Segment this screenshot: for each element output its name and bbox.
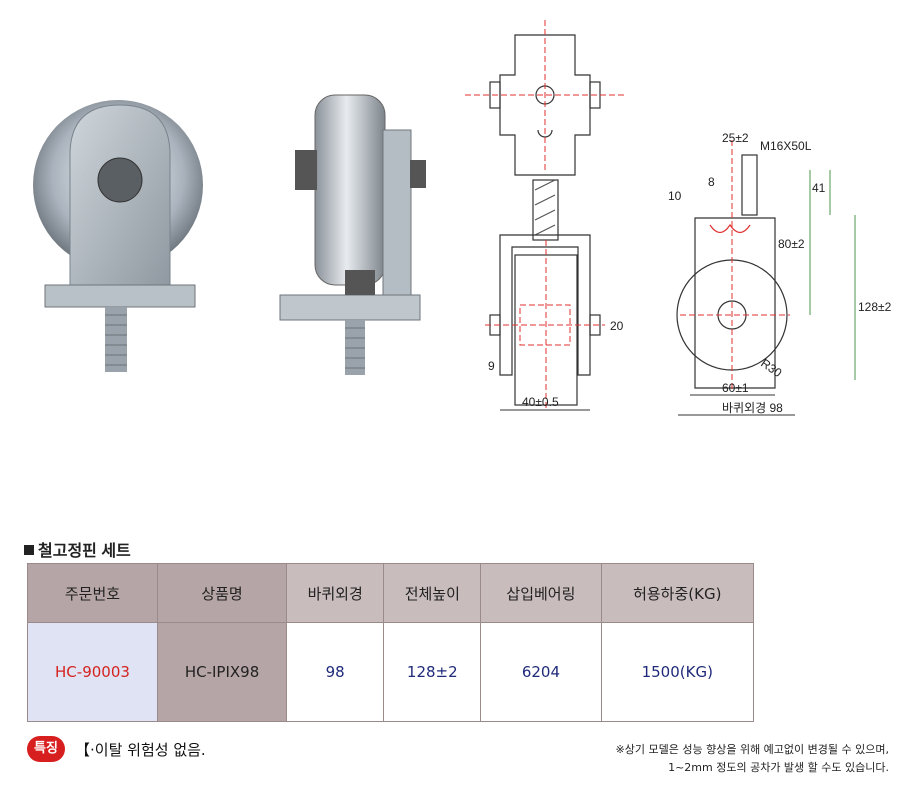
note-line-2: 1~2mm 정도의 공차가 발생 할 수도 있습니다.	[668, 761, 889, 774]
table-header-row: 주문번호 상품명 바퀴외경 전체높이 삽입베어링 허용하중(KG)	[27, 563, 754, 623]
section-title: 철고정핀 세트	[24, 537, 131, 561]
wheel-dia-label: 바퀴외경 98	[722, 401, 783, 415]
dim-80-label: 80±2	[778, 237, 805, 251]
section-title-text: 철고정핀 세트	[38, 543, 131, 560]
header-order-no: 주문번호	[27, 563, 158, 623]
square-bullet-icon	[24, 545, 34, 555]
note-line-1: ※상기 모델은 성능 향상을 위해 예고없이 변경될 수 있으며,	[615, 743, 889, 756]
dim-25-label: 25±2	[722, 131, 749, 145]
cell-wheel-dia: 98	[286, 622, 385, 722]
spec-table: 주문번호 상품명 바퀴외경 전체높이 삽입베어링 허용하중(KG) HC-900…	[27, 563, 754, 722]
dim-9-label: 9	[488, 359, 495, 373]
dim-128-label: 128±2	[858, 300, 892, 314]
header-product-name: 상품명	[156, 563, 288, 623]
dim-r30-label: R30	[758, 356, 784, 380]
cell-product-name: HC-IPIX98	[156, 622, 288, 722]
feature-badge: 특징	[27, 736, 65, 762]
dim-20-label: 20	[610, 319, 624, 333]
front-view-drawing	[489, 179, 601, 406]
cell-order-no: HC-90003	[27, 622, 158, 722]
dim-41-label: 41	[812, 181, 826, 195]
table-row: HC-90003 HC-IPIX98 98 128±2 6204 1500(KG…	[27, 622, 754, 722]
bracket-icon: 【	[75, 741, 91, 759]
cell-total-height: 128±2	[383, 622, 482, 722]
dim-10-label: 10	[668, 189, 682, 203]
header-load: 허용하중(KG)	[600, 563, 754, 623]
front-view-photo	[33, 100, 203, 372]
disclaimer-note: ※상기 모델은 성능 향상을 위해 예고없이 변경될 수 있으며, 1~2mm …	[616, 741, 889, 777]
header-total-height: 전체높이	[383, 563, 482, 623]
cell-bearing: 6204	[480, 622, 602, 722]
feature-text: 【·이탈 위험성 없음.	[75, 739, 206, 760]
dim-40-label: 40±0.5	[522, 395, 559, 409]
header-bearing: 삽입베어링	[480, 563, 602, 623]
feature-text-content: ·이탈 위험성 없음.	[90, 741, 206, 759]
dim-60-label: 60±1	[722, 381, 749, 395]
header-wheel-dia: 바퀴외경	[286, 563, 385, 623]
bolt-label: M16X50L	[760, 139, 812, 153]
dim-8-label: 8	[708, 175, 715, 189]
cell-load: 1500(KG)	[600, 622, 754, 722]
technical-drawings: 20 9 40±0.5 25±2 M16X50L 8 10 41 80±2 12…	[465, 20, 892, 416]
side-view-photo	[279, 94, 426, 375]
